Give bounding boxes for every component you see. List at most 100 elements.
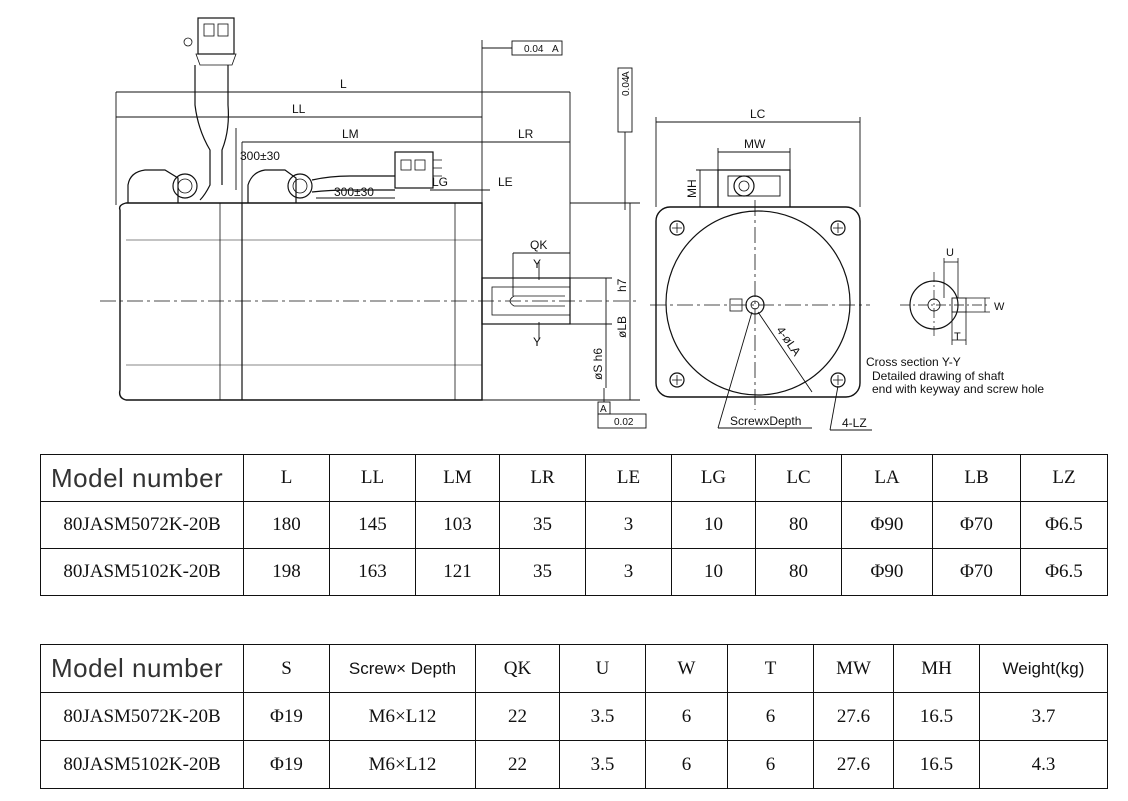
table-cell: 163 xyxy=(329,548,416,596)
table-cell: 16.5 xyxy=(893,692,980,741)
dim-h7: h7 xyxy=(615,278,629,292)
table2-header: MH xyxy=(893,644,980,693)
dim-U: U xyxy=(946,247,954,259)
table-cell: 22 xyxy=(475,740,560,789)
dim-MW: MW xyxy=(744,137,766,151)
screw-depth-label: ScrewxDepth xyxy=(730,414,801,428)
table1-header: LR xyxy=(499,454,586,502)
table-cell: Φ90 xyxy=(841,548,933,596)
dim-LZ: 4-LZ xyxy=(842,416,867,430)
table-cell: 80JASM5102K-20B xyxy=(40,740,244,789)
table1-header: LL xyxy=(329,454,416,502)
table2-header-row: Model number S Screw× Depth QK U W T MW … xyxy=(40,644,1108,693)
table-row: 80JASM5102K-20B Φ19 M6×L12 22 3.5 6 6 27… xyxy=(40,740,1108,789)
table-cell: 80JASM5102K-20B xyxy=(40,548,244,596)
dim-cable2: 300±30 xyxy=(334,185,374,199)
table1-header: LA xyxy=(841,454,933,502)
dim-Y-bottom: Y xyxy=(533,335,541,349)
dim-MH: MH xyxy=(685,179,699,198)
table-cell: 6 xyxy=(727,692,814,741)
dim-S: øS h6 xyxy=(591,348,605,380)
table-cell: 6 xyxy=(645,740,728,789)
dim-cable1: 300±30 xyxy=(240,149,280,163)
table1-header-model: Model number xyxy=(40,454,244,502)
side-view-dimensions xyxy=(115,40,647,429)
table2-header-screw: Screw× Depth xyxy=(329,644,476,693)
section-mark: Y-Y xyxy=(942,355,961,369)
table-cell: 35 xyxy=(499,501,586,549)
table-cell: 145 xyxy=(329,501,416,549)
dim-LC: LC xyxy=(750,107,766,121)
table-cell: 22 xyxy=(475,692,560,741)
table2-header-model: Model number xyxy=(40,644,244,693)
table1-header: LG xyxy=(671,454,756,502)
table-cell: 3.7 xyxy=(979,692,1108,741)
table-cell: 10 xyxy=(671,501,756,549)
table-cell: Φ19 xyxy=(243,740,330,789)
table2-header: W xyxy=(645,644,728,693)
dim-LE: LE xyxy=(498,175,513,189)
section-title: Cross section Y-Y xyxy=(866,355,961,369)
dim-LM: LM xyxy=(342,127,359,141)
dim-T: T xyxy=(954,331,961,343)
table1-header: LC xyxy=(755,454,842,502)
dimension-table-2: Model number S Screw× Depth QK U W T MW … xyxy=(40,644,1108,789)
table-cell: Φ19 xyxy=(243,692,330,741)
table-cell: 35 xyxy=(499,548,586,596)
section-line2: end with keyway and screw hole xyxy=(872,382,1044,396)
table-cell: 121 xyxy=(415,548,500,596)
table-cell: Φ70 xyxy=(932,501,1021,549)
table-cell: 27.6 xyxy=(813,740,894,789)
table-cell: 80 xyxy=(755,548,842,596)
table-row: 80JASM5102K-20B 198 163 121 35 3 10 80 Φ… xyxy=(40,548,1108,596)
table-cell: 180 xyxy=(243,501,330,549)
motor-front-view xyxy=(650,117,872,431)
dim-LB: øLB xyxy=(615,316,629,338)
table-cell: 4.3 xyxy=(979,740,1108,789)
dim-QK: QK xyxy=(530,238,547,252)
table-row: 80JASM5072K-20B Φ19 M6×L12 22 3.5 6 6 27… xyxy=(40,692,1108,741)
table-cell: 10 xyxy=(671,548,756,596)
table-cell: 3.5 xyxy=(559,692,646,741)
table-cell: 198 xyxy=(243,548,330,596)
table-cell: 6 xyxy=(645,692,728,741)
table-cell: Φ6.5 xyxy=(1020,501,1108,549)
table-cell: 27.6 xyxy=(813,692,894,741)
table-cell: Φ6.5 xyxy=(1020,548,1108,596)
section-title-text: Cross section xyxy=(866,355,939,369)
table-cell: 6 xyxy=(727,740,814,789)
table1-header: LZ xyxy=(1020,454,1108,502)
table1-header: LE xyxy=(585,454,672,502)
dimension-table-1: Model number L LL LM LR LE LG LC LA LB L… xyxy=(40,454,1108,596)
table2-header: QK xyxy=(475,644,560,693)
table-cell: Φ90 xyxy=(841,501,933,549)
tol-circ-ref: A xyxy=(621,71,632,78)
tol-run-value: 0.02 xyxy=(614,417,634,428)
dim-LG: LG xyxy=(432,175,448,189)
table2-header: S xyxy=(243,644,330,693)
table-cell: 80 xyxy=(755,501,842,549)
dim-LL: LL xyxy=(292,102,306,116)
table2-header: U xyxy=(559,644,646,693)
shaft-cross-section xyxy=(900,258,990,345)
section-line1: Detailed drawing of shaft xyxy=(872,369,1005,383)
motor-side-view xyxy=(100,17,640,401)
table-cell: 80JASM5072K-20B xyxy=(40,501,244,549)
table-cell: Φ70 xyxy=(932,548,1021,596)
table-cell: M6×L12 xyxy=(329,740,476,789)
table1-header: LM xyxy=(415,454,500,502)
tol-flat-ref: A xyxy=(552,44,559,55)
table-cell: 3 xyxy=(585,548,672,596)
table-cell: M6×L12 xyxy=(329,692,476,741)
table1-header: L xyxy=(243,454,330,502)
tol-circ-value: 0.04 xyxy=(621,76,632,96)
table2-header-weight: Weight(kg) xyxy=(979,644,1108,693)
datum-A: A xyxy=(600,404,607,415)
table2-header: MW xyxy=(813,644,894,693)
tol-flat-value: 0.04 xyxy=(524,44,544,55)
table1-header-row: Model number L LL LM LR LE LG LC LA LB L… xyxy=(40,454,1108,502)
table-cell: 16.5 xyxy=(893,740,980,789)
dim-L: L xyxy=(340,77,347,91)
table2-header: T xyxy=(727,644,814,693)
table-cell: 80JASM5072K-20B xyxy=(40,692,244,741)
